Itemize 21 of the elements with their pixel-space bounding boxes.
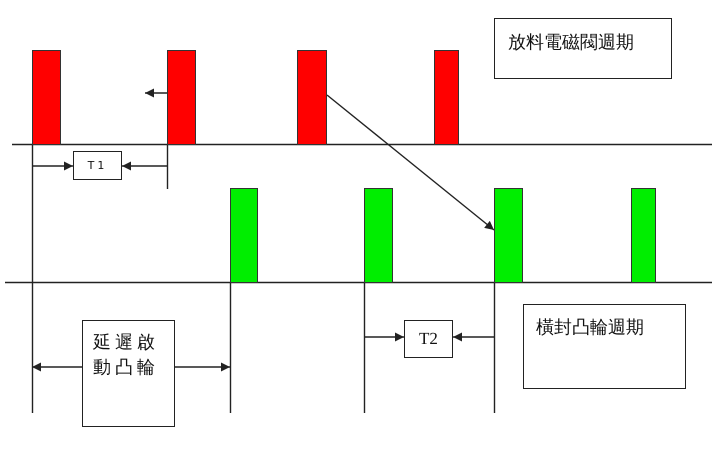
label-box: T2	[404, 320, 453, 358]
arrow	[175, 362, 230, 372]
arrow	[145, 88, 167, 98]
arrow	[453, 332, 494, 342]
pulse-bar	[297, 50, 327, 145]
arrow	[32, 362, 82, 372]
pulse-bar	[434, 50, 459, 145]
arrow	[122, 162, 167, 170]
arrow	[326, 94, 494, 231]
arrow	[364, 332, 404, 342]
arrow	[32, 162, 73, 170]
pulse-bar	[230, 188, 258, 283]
pulse-bar	[167, 50, 196, 145]
label-box: 延遲啟動凸輪	[82, 320, 175, 427]
label-box: 放料電磁閥週期	[494, 18, 672, 79]
pulse-bar	[494, 188, 523, 283]
pulse-bar	[364, 188, 393, 283]
label-box: 橫封凸輪週期	[523, 304, 686, 389]
pulse-bar	[32, 50, 61, 145]
pulse-bar	[631, 188, 656, 283]
label-box: T1	[73, 151, 122, 180]
